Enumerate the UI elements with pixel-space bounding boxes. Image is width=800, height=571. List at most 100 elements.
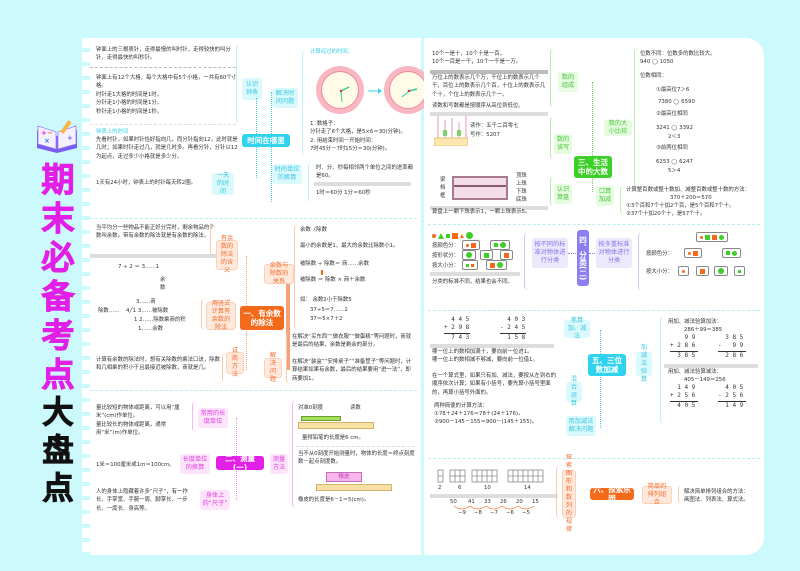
node-unit-convert: 长度单位的换算 (180, 454, 210, 474)
division-example: 7 ÷ 2 ＝ 3……1 (118, 264, 160, 270)
compose-text-2: 万位上的数表示几个万，千位上的数表示几个千，百位上的数表示几个百，十位上的数表示… (432, 75, 546, 98)
node-division-meaning: 有余数的除法的含义 (216, 235, 238, 274)
combo-text: 解决简单排列组合的方法： 画图法、列表法、算式法。 (684, 489, 749, 504)
grid-count-3: 10 (484, 485, 491, 491)
svg-text:+: + (41, 129, 47, 137)
abacus-label-bottom: 底珠 (516, 197, 527, 203)
abacus-label-rod: 档 (440, 185, 446, 191)
time-section: 钟面上的三根表针，走得最慢的叫时针，走得较快的叫分针，走得最快的叫秒针。 钟面上… (86, 38, 432, 220)
compose-text-1: 10个一是十，10个十是一百， 10个一百是一千，10个一千是一万。 (432, 51, 522, 66)
rel-example-eq1: 37÷5＝7……2 (310, 307, 348, 313)
group-box (490, 240, 510, 250)
seq-2: 41 (468, 499, 475, 505)
title-char: 必 (41, 238, 75, 278)
abacus-label-frame: 框 (440, 193, 446, 199)
simple-title: 两种简便的计算方法： (434, 403, 488, 409)
time-text-reading: 先看时针，如果时针恰好指向几，而分针指向12，此时就是几时；如果时针走过几，就是… (96, 137, 238, 160)
measure-result-2: 橡皮的长度是6－1＝5(cm)。 (298, 497, 370, 503)
abacus-label-top: 顶珠 (516, 173, 527, 179)
measure-units-text: 量比较短的物体或距离，可以用“厘米”(cm)作单位。 量比较长的物体或距离，通常… (96, 405, 180, 437)
left-page: 钟面上的三根表针，走得最慢的叫时针，走得较快的叫分针，走得最快的叫秒针。 钟面上… (82, 38, 432, 555)
convert-equation: 1时＝60分 1分＝60秒 (316, 190, 371, 196)
node-main-classify: 四、分类(二) (577, 230, 589, 286)
node-single-standard: 按不同的标准对物体进行分类 (532, 238, 568, 268)
title-char: 备 (41, 277, 75, 317)
classify-note: 分类的标准不同，结果也会不同。 (432, 279, 513, 285)
tree-root (696, 232, 728, 242)
trial-text: 计算有余数的除法时，想有关除数的乘法口诀，除数和几相乘的积小于且最接近被除数，商… (96, 357, 220, 372)
ruler-image-2 (316, 484, 392, 491)
classify-section: 按颜色分： 按形状分： 按大小分： 分类的标准不同，结果也会不同。 按不同的标准… (424, 228, 764, 306)
node-abacus: 认识算盘 (554, 184, 572, 204)
node-common-units: 常用的长度单位 (198, 408, 228, 428)
group-box (486, 260, 507, 270)
measure-result-1: 量得铅笔的长度是6 cm。 (302, 435, 364, 441)
node-main-explore: 六、探索乐园 (590, 485, 634, 503)
svg-text:+: + (67, 134, 73, 142)
node-multi-standard: 按多重标准对物体进行分类 (596, 238, 632, 268)
grid-count-4: 14 (524, 485, 531, 491)
node-mental-calc: 口算加减 (596, 186, 614, 206)
abacus-label-lower: 下珠 (516, 189, 527, 195)
mental-eq: 370＋200＝570 (670, 195, 712, 201)
vertical-dividend: 4╱1 3……被除数 (126, 308, 169, 314)
svg-text:−: − (47, 129, 53, 137)
add-line-3: 7 4 3 (444, 334, 470, 341)
subtitle-char: 点 (42, 471, 74, 508)
multi-by-size: 按大小分： (646, 269, 673, 275)
write-as: 写作：5207 (470, 132, 500, 138)
compare-case-c: ③前两位相同 (656, 145, 688, 151)
tree-orange (684, 248, 702, 258)
compare-ex-a: 7380 ◯ 6590 (658, 99, 695, 105)
rel-formula-2: 被除数 ＝ 除数 × 商＋余数 (300, 277, 366, 283)
carry-rule: 哪一位上的数相加满十，要向前一位进1。 (432, 349, 533, 355)
page-title: 期 末 必 备 考 点 大 盘 点 (38, 160, 78, 508)
by-color-label: 按颜色分： (432, 243, 459, 249)
check-sub-b1: 4 0 5 (718, 384, 744, 391)
group-box (462, 240, 480, 250)
node-compare: 数的大小比较 (604, 120, 632, 136)
grid-count-2: 6 (458, 485, 462, 491)
problem-text-1: 在解决“买东西”“做衣服”“做蛋糕”等问题时，商就是最后的结果，余数是剩余的部分… (292, 334, 412, 349)
multi-by-color: 按颜色分： (646, 251, 673, 257)
node-main-time: 时间在哪里 (242, 134, 290, 147)
rel-example-eq2: 37＝5×7＋2 (310, 316, 343, 322)
label-align-zero: 对准0刻度 (298, 405, 323, 411)
diff-4: −6 (506, 510, 514, 516)
measure-section: 量比较短的物体或距离，可以用“厘米”(cm)作单位。 量比较长的物体或距离，通常… (86, 392, 421, 552)
measure-rule: 当不从0刻度开始测量时，物体的长度＝终点刻度数－起点刻度数。 (298, 451, 415, 466)
group-box (462, 250, 476, 260)
compare-cmp-b: 2＜3 (668, 134, 681, 140)
arrow-right-icon (368, 88, 382, 94)
node-solve-time: 解决时间问题 (272, 88, 298, 108)
node-measure-method: 测量方法 (270, 454, 288, 474)
abacus-image (452, 176, 508, 200)
check-add-b1: 3 8 5 (718, 334, 744, 341)
grid-count-1: 2 (438, 485, 442, 491)
abacus-label-upper: 上珠 (516, 181, 527, 187)
diff-3: −7 (490, 510, 498, 516)
node-trial-method: 试商方法 (226, 347, 244, 378)
tree-leaf (678, 266, 689, 276)
check-add-a1: 9 9 (670, 334, 696, 341)
check-sub-b2: - 2 5 6 (718, 392, 744, 399)
node-recognize-clock: 认识钟表 (242, 78, 262, 100)
node-main-addsub: 五、三位数加减 (588, 354, 626, 376)
node-solve-problem: 解决问题 (264, 352, 282, 383)
node-main-division: 一、有余数的除法 (240, 306, 284, 330)
node-written-calc: 笔算加、减法 (564, 317, 590, 340)
tree-leaf (714, 266, 728, 276)
sidebar: + − × + 期 末 必 备 考 点 大 盘 点 (0, 0, 86, 571)
seq-4: 26 (500, 499, 507, 505)
borrow-rule: 哪一位上的数相减不够减，要向前一位借1。 (432, 357, 538, 363)
add-line-2: + 2 9 8 (444, 324, 470, 331)
abacus-text: 算盘上一颗下珠表示1，一颗上珠表示5。 (432, 209, 531, 215)
right-page: 10个一是十，10个十是一百， 10个一百是一千，10个一千是一万。 万位上的数… (424, 38, 764, 555)
seq-6: 15 (532, 499, 539, 505)
compare-case-a: ①最高位7＞6 (656, 87, 690, 93)
compare-ex-1: 940 ◯ 1050 (640, 59, 674, 65)
check-sub-title: 用加、减法验算减法： (668, 369, 722, 375)
title-char: 期 (41, 160, 75, 200)
book-math-icon: + − × + (37, 120, 77, 153)
title-char: 点 (41, 355, 75, 395)
